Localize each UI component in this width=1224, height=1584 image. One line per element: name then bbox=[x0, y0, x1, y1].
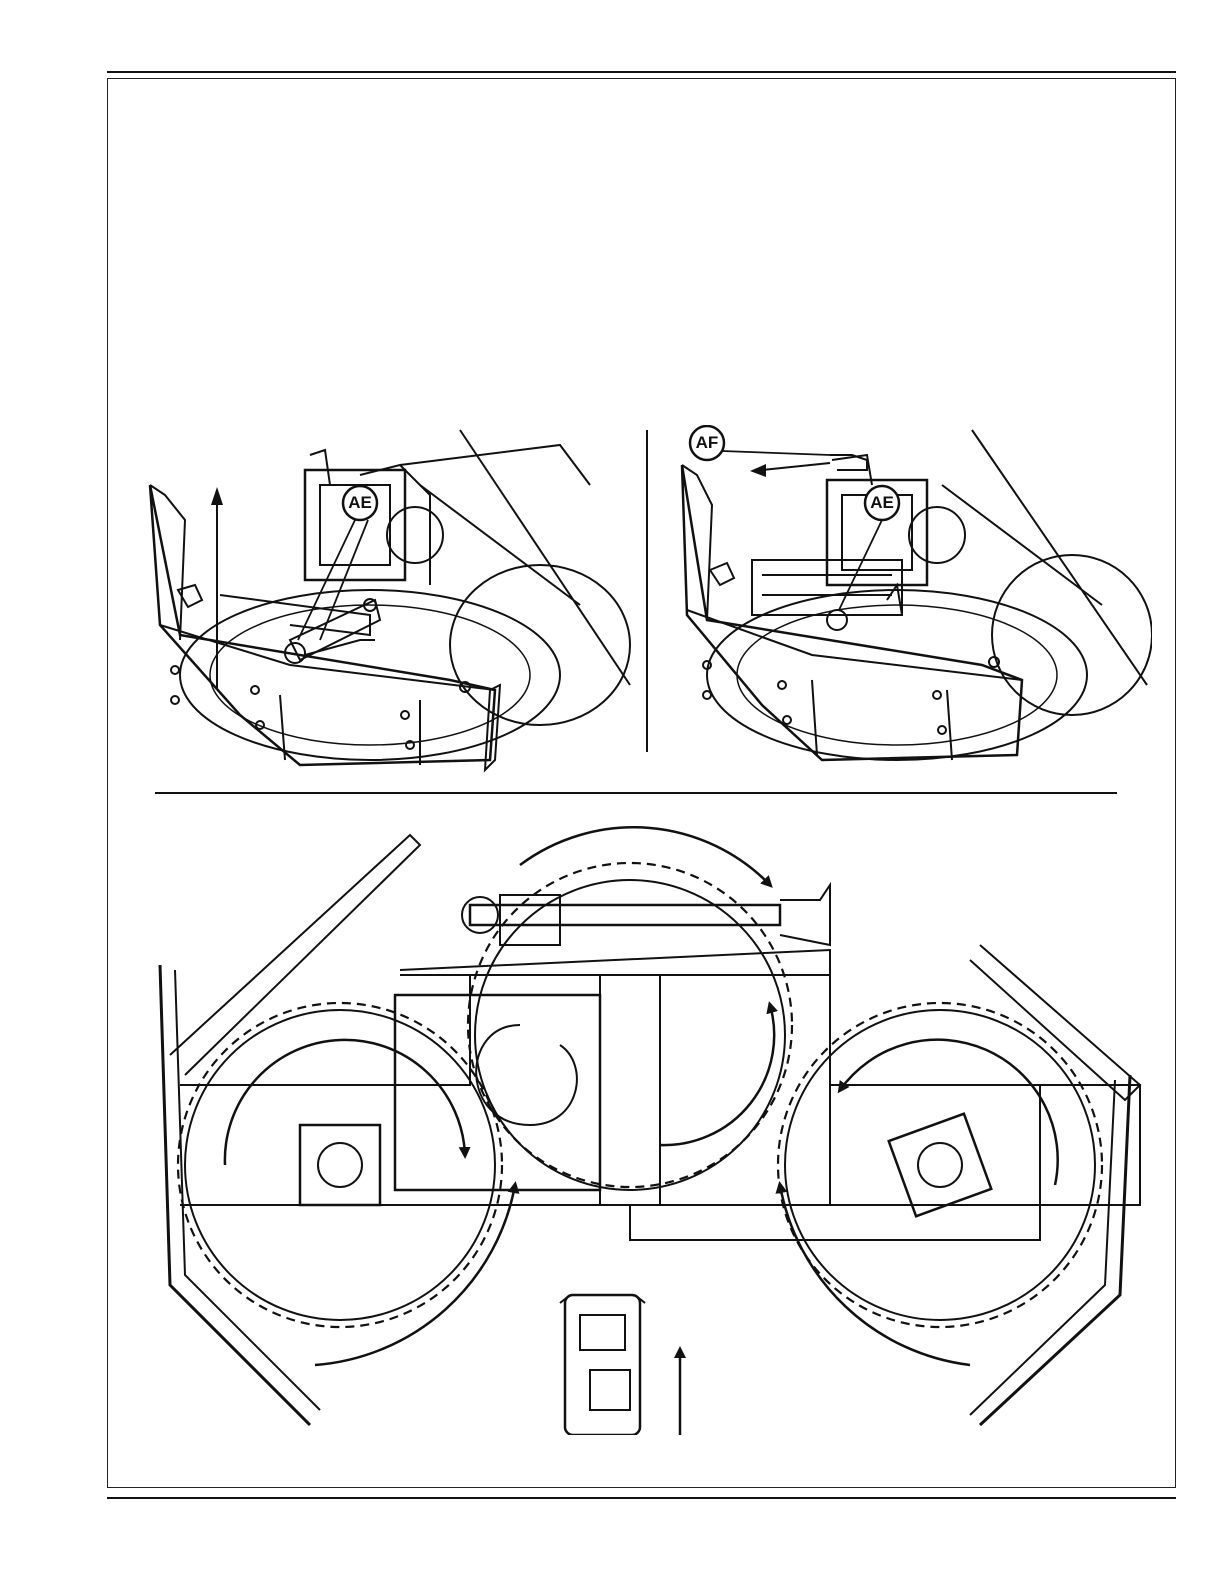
callout-af-label: AF bbox=[692, 433, 722, 453]
figure-divider-horizontal bbox=[155, 792, 1117, 794]
lift-arm-drawing bbox=[120, 425, 635, 785]
pin-release-drawing bbox=[652, 425, 1152, 785]
callout-ae-left-label: AE bbox=[345, 493, 375, 513]
illustration-pin-release: AE AF bbox=[652, 425, 1152, 785]
illustration-lift-arm: AE bbox=[120, 425, 635, 785]
illustration-brush-rotation-top-view bbox=[140, 825, 1150, 1435]
footer-rule bbox=[107, 1497, 1176, 1499]
figure-divider-vertical bbox=[646, 430, 648, 752]
callout-ae-right-label: AE bbox=[867, 493, 897, 513]
header-rule bbox=[107, 71, 1176, 73]
brush-rotation-drawing bbox=[140, 825, 1150, 1435]
